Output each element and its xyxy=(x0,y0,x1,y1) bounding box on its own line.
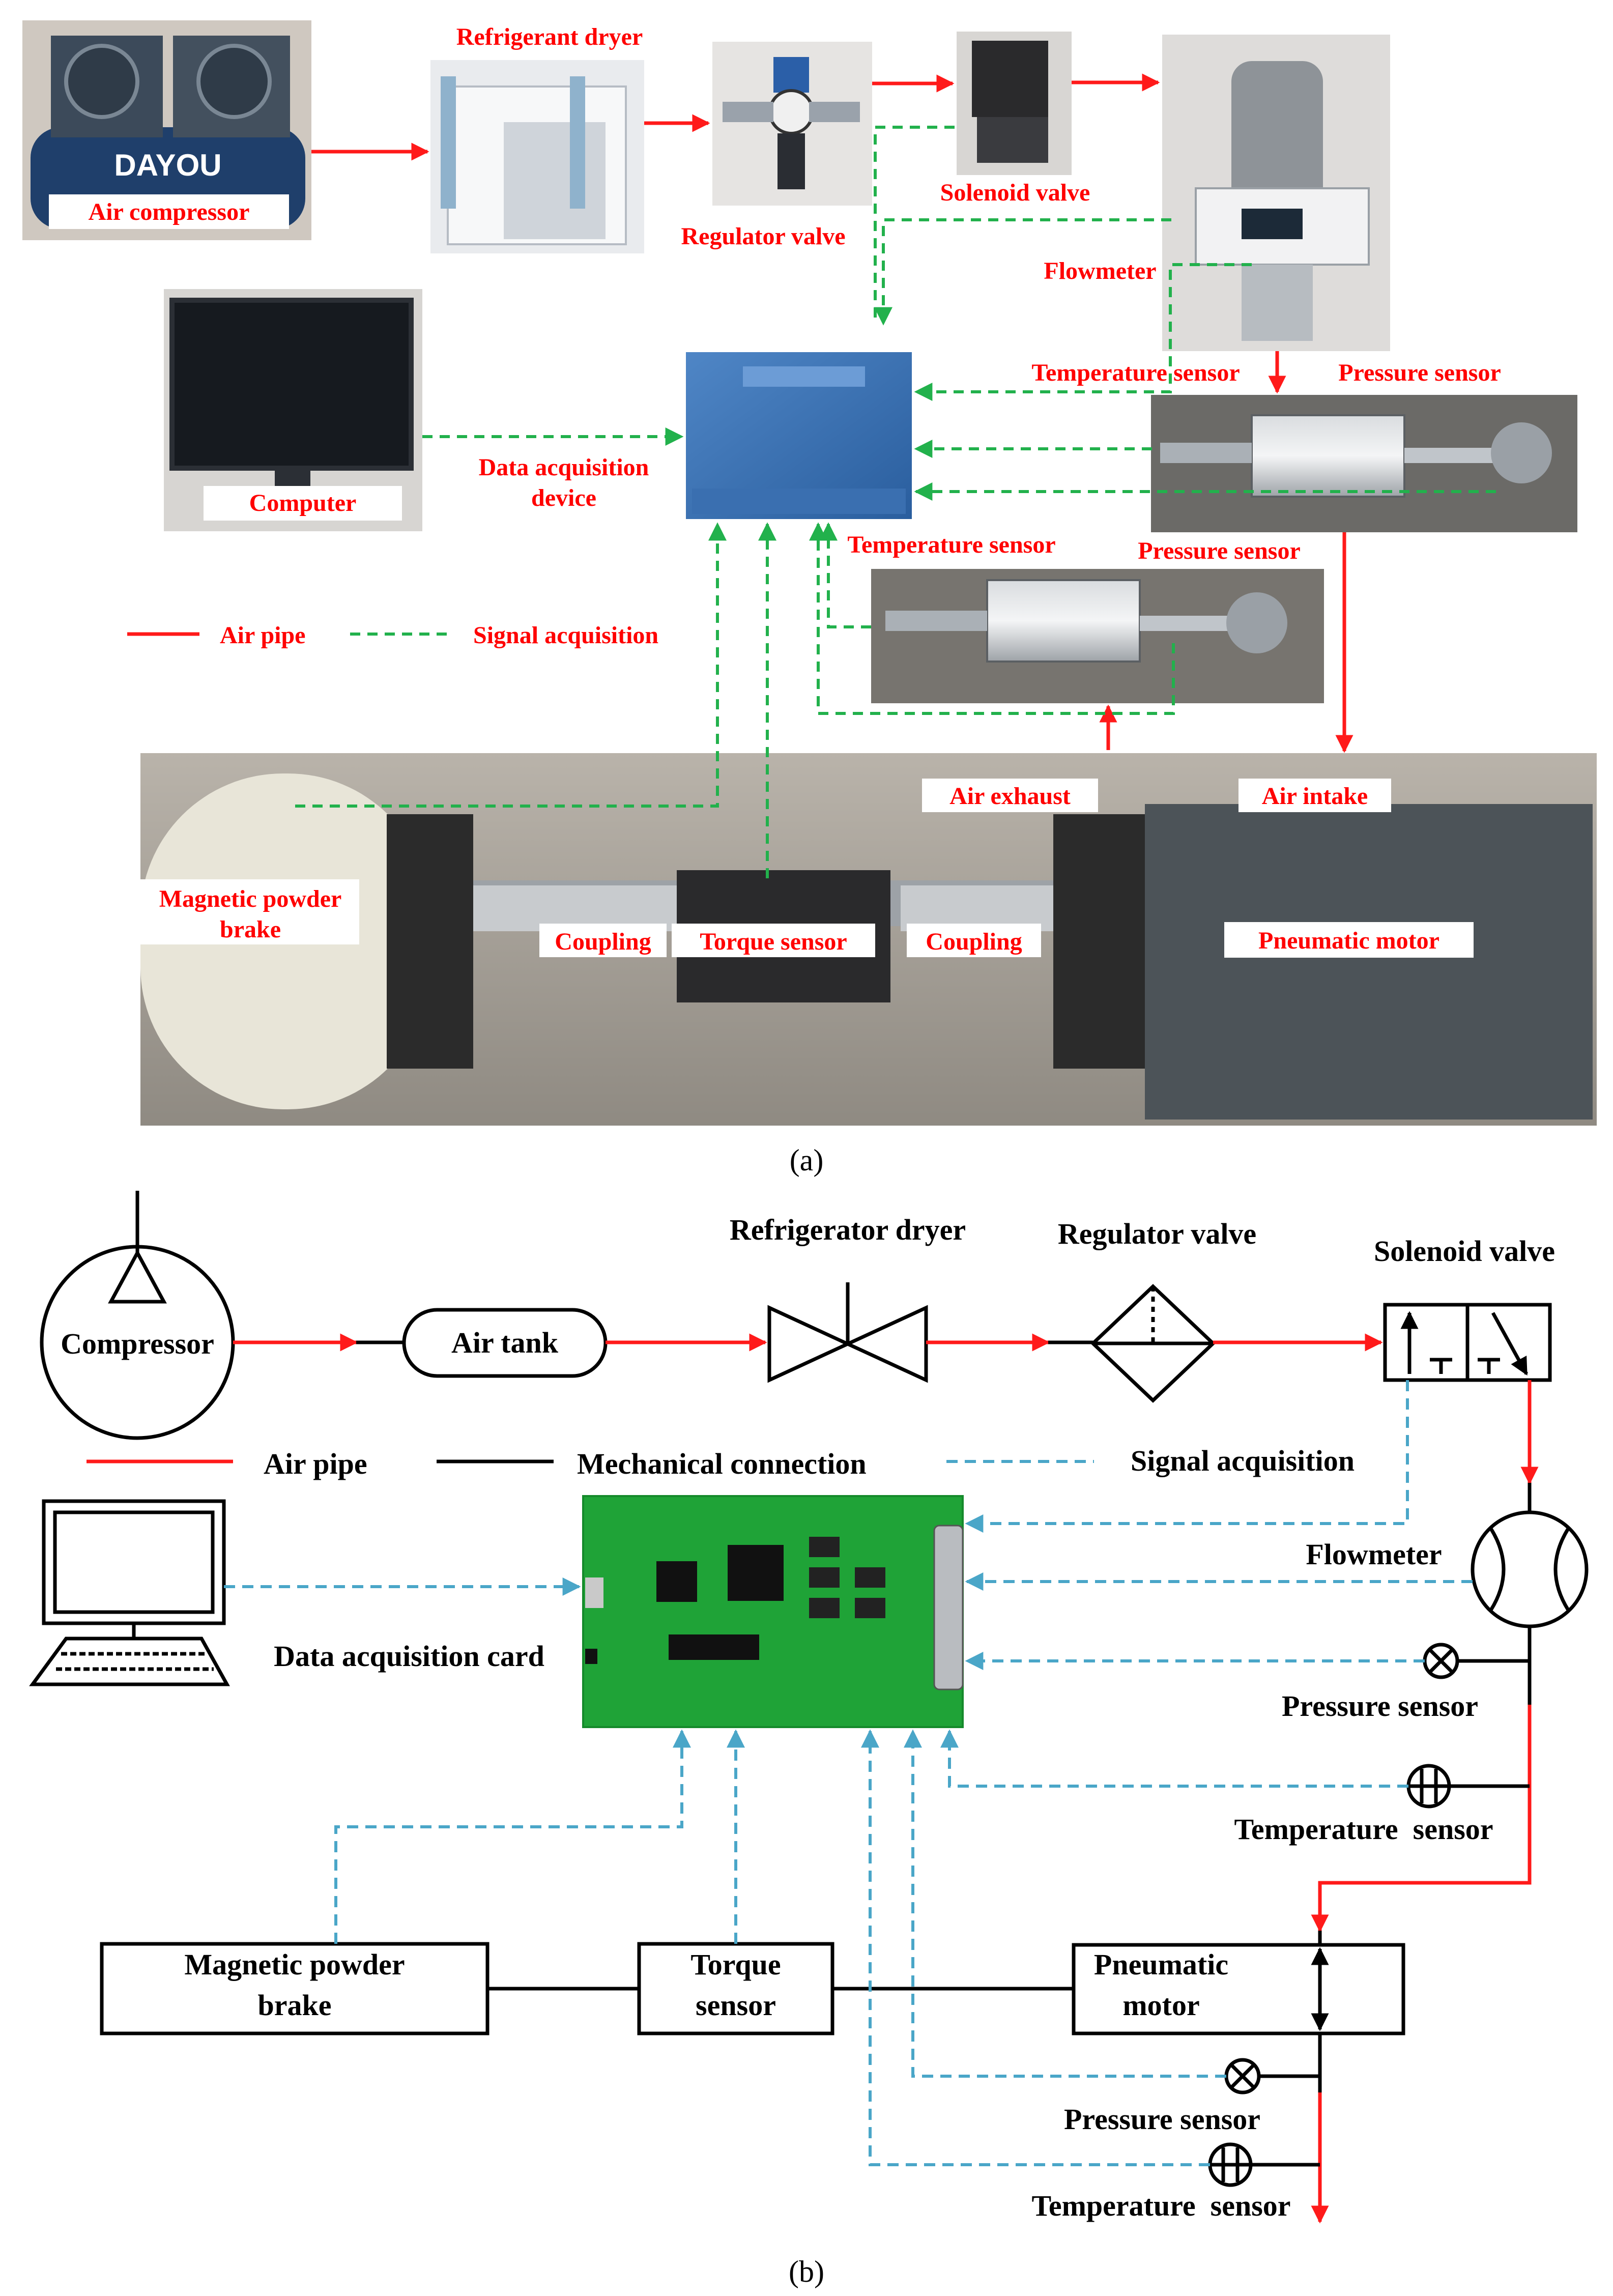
label-computer: Computer xyxy=(249,490,357,516)
label-torque-sensor-b-line2: sensor xyxy=(696,1989,776,2022)
panel-b: Compressor Air tank Refrigerator dryer R… xyxy=(29,1191,1589,2288)
label-temperature-sensor-upper: Temperature sensor xyxy=(1031,359,1240,386)
pressure-sensor-upper-symbol xyxy=(1423,1643,1530,1679)
label-magnetic-powder-brake-b: Magnetic powder brake xyxy=(184,1948,405,2022)
legend-b-air-pipe-label: Air pipe xyxy=(264,1447,367,1480)
label-pressure-sensor-lower-b: Pressure sensor xyxy=(1064,2103,1260,2136)
label-solenoid-valve: Solenoid valve xyxy=(940,179,1090,206)
label-pneumatic-motor: Pneumatic motor xyxy=(1258,927,1439,954)
label-data-acquisition-device-line2: device xyxy=(531,484,596,511)
test-bench-photo xyxy=(140,753,1597,1126)
panel-a-signal-lines xyxy=(295,126,1496,878)
temperature-sensor-lower-symbol xyxy=(1208,2142,1320,2187)
label-coupling-left: Coupling xyxy=(555,928,651,955)
label-temperature-sensor-lower: Temperature sensor xyxy=(847,531,1055,558)
label-air-intake: Air intake xyxy=(1262,783,1368,810)
label-pressure-sensor-upper-b: Pressure sensor xyxy=(1282,1689,1478,1723)
label-torque-sensor: Torque sensor xyxy=(700,928,847,955)
regulator-valve-photo xyxy=(712,42,872,206)
label-pressure-sensor-lower: Pressure sensor xyxy=(1138,537,1301,564)
flowmeter-photo xyxy=(1162,35,1390,351)
solenoid-valve-photo xyxy=(957,32,1072,175)
refrigerant-dryer-photo xyxy=(430,60,644,253)
panel-b-caption: (b) xyxy=(789,2255,824,2288)
label-flowmeter-b: Flowmeter xyxy=(1306,1538,1442,1571)
label-regulator-valve: Regulator valve xyxy=(681,223,845,250)
label-regulator-valve-b: Regulator valve xyxy=(1058,1217,1256,1250)
label-torque-sensor-b-line1: Torque xyxy=(690,1948,781,1981)
compressor-brand-logo: DAYOU xyxy=(114,148,221,182)
solenoid-valve-symbol xyxy=(1383,1303,1552,1382)
panel-b-air-pipes xyxy=(233,1333,1539,2224)
pressure-sensor-lower-symbol xyxy=(1224,2058,1320,2094)
label-pneumatic-motor-b-line1: Pneumatic xyxy=(1094,1948,1228,1981)
label-data-acquisition-card: Data acquisition card xyxy=(274,1640,544,1673)
data-acquisition-device-photo xyxy=(686,352,912,519)
label-refrigerant-dryer: Refrigerant dryer xyxy=(456,23,643,50)
label-data-acquisition-device: Data acquisition device xyxy=(479,454,649,511)
refrigerator-dryer-symbol xyxy=(767,1282,928,1383)
compressor-symbol xyxy=(40,1191,235,1440)
panel-a-caption: (a) xyxy=(790,1143,824,1177)
label-solenoid-valve-b: Solenoid valve xyxy=(1374,1235,1555,1268)
legend-b-mechanical-label: Mechanical connection xyxy=(577,1447,867,1480)
label-flowmeter: Flowmeter xyxy=(1044,257,1156,284)
pneumatic-motor-block: Pneumatic motor xyxy=(1072,1943,1405,2035)
label-pneumatic-motor-b-line2: motor xyxy=(1122,1989,1199,2022)
upper-sensor-assembly-photo xyxy=(1151,395,1577,532)
label-air-compressor: Air compressor xyxy=(89,198,250,225)
label-magnetic-powder-brake-line2: brake xyxy=(220,916,281,943)
lower-sensor-assembly-photo xyxy=(871,569,1324,703)
legend-b-signal-label: Signal acquisition xyxy=(1131,1444,1355,1477)
legend-air-pipe-label: Air pipe xyxy=(220,622,305,649)
label-temperature-sensor-upper-b: Temperature sensor xyxy=(1234,1813,1493,1846)
panel-a-air-pipes xyxy=(311,73,1353,753)
flowmeter-symbol xyxy=(1471,1510,1589,1628)
label-pneumatic-motor-b: Pneumatic motor xyxy=(1094,1948,1228,2022)
data-acquisition-card xyxy=(582,1495,964,1728)
label-magnetic-powder-brake-b-line2: brake xyxy=(258,1989,332,2022)
label-magnetic-powder-brake-b-line1: Magnetic powder xyxy=(184,1948,405,1981)
panel-b-signal-lines xyxy=(224,1380,1473,2166)
label-air-tank: Air tank xyxy=(451,1326,559,1359)
magnetic-powder-brake-block: Magnetic powder brake xyxy=(100,1942,489,2035)
label-magnetic-powder-brake-line1: Magnetic powder xyxy=(159,885,342,912)
label-torque-sensor-b: Torque sensor xyxy=(690,1948,781,2022)
panel-a: DAYOU Air compressor Refrigerant dryer R… xyxy=(22,20,1597,1177)
label-temperature-sensor-lower-b: Temperature sensor xyxy=(1031,2189,1290,2222)
computer-photo: Computer xyxy=(164,289,422,531)
torque-sensor-block: Torque sensor xyxy=(637,1942,834,2035)
label-compressor: Compressor xyxy=(61,1327,214,1360)
regulator-valve-symbol xyxy=(1090,1284,1216,1403)
label-pressure-sensor-upper: Pressure sensor xyxy=(1338,359,1501,386)
label-refrigerator-dryer: Refrigerator dryer xyxy=(730,1213,966,1246)
label-data-acquisition-device-line1: Data acquisition xyxy=(479,454,649,481)
legend-signal-label: Signal acquisition xyxy=(473,622,658,649)
label-magnetic-powder-brake: Magnetic powder brake xyxy=(159,885,342,943)
label-air-exhaust: Air exhaust xyxy=(949,783,1071,810)
label-coupling-right: Coupling xyxy=(926,928,1022,955)
temperature-sensor-upper-symbol xyxy=(1406,1764,1530,1809)
air-compressor-photo: DAYOU Air compressor xyxy=(22,20,311,240)
computer-symbol xyxy=(29,1499,230,1686)
